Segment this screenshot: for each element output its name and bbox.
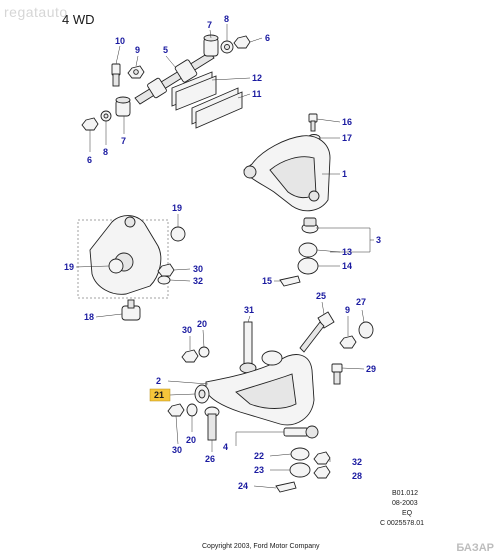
upper-arm-part-1 <box>243 135 331 212</box>
bushing-part-13 <box>298 242 318 258</box>
callout-32-top: 32 <box>193 276 203 286</box>
callout-13: 13 <box>342 247 352 257</box>
reference-code-line1: B01.012 <box>392 490 419 497</box>
callout-20-bottom: 20 <box>186 435 196 445</box>
shim-part-11 <box>191 87 243 129</box>
lower-control-arm-assembly <box>167 311 374 493</box>
callout-27: 27 <box>356 297 366 307</box>
bushing-part-27 <box>358 321 374 339</box>
reference-code-line4: C 0025578.01 <box>380 520 424 527</box>
nut-part-30-bottom <box>167 403 185 417</box>
nut-part-6-bottom <box>81 117 99 131</box>
watermark: regatauto <box>4 4 68 20</box>
washer-part-20-mid <box>198 346 210 358</box>
callout-24: 24 <box>238 481 248 491</box>
callout-30-mid: 30 <box>182 325 192 335</box>
ball-joint-part-4 <box>283 425 319 439</box>
lower-arm-part-2 <box>205 350 315 426</box>
bushing-part-22 <box>290 447 310 461</box>
bushing-part-14 <box>297 257 319 275</box>
bolt-part-10 <box>111 63 121 87</box>
callout-10: 10 <box>115 36 125 46</box>
nut-part-30-top <box>157 263 175 277</box>
clip-part-15 <box>279 275 301 287</box>
pivot-shaft-part-5 <box>134 51 215 105</box>
callout-31: 31 <box>244 305 254 315</box>
diagram-header: 4 WD <box>62 12 95 27</box>
steering-knuckle-assembly <box>77 215 186 321</box>
bump-stop-part-19-top <box>170 226 186 242</box>
callout-30-bottom: 30 <box>172 445 182 455</box>
reference-date: 08-2003 <box>392 500 418 507</box>
callout-5: 5 <box>163 45 168 55</box>
callout-6-top: 6 <box>265 33 270 43</box>
callout-15: 15 <box>262 276 272 286</box>
ball-joint-part-3 <box>301 217 319 234</box>
callout-25: 25 <box>316 291 326 301</box>
callout-20-mid: 20 <box>197 319 207 329</box>
callout-18: 18 <box>84 312 94 322</box>
callout-12: 12 <box>252 73 262 83</box>
washer-part-8-bottom <box>100 110 112 122</box>
callout-21: 21 <box>154 390 164 400</box>
callout-4: 4 <box>223 442 228 452</box>
callout-29: 29 <box>366 364 376 374</box>
washer-part-8-top <box>220 40 234 54</box>
callout-19-left: 19 <box>64 262 74 272</box>
bushing-part-23 <box>289 462 311 478</box>
reference-code-line3: EQ <box>402 510 413 517</box>
callout-22: 22 <box>254 451 264 461</box>
callout-3: 3 <box>376 235 381 245</box>
callout-7-top: 7 <box>207 20 212 30</box>
callout-28: 28 <box>352 471 362 481</box>
callout-labels: 10 9 5 7 8 6 12 11 6 8 7 16 17 1 19 3 13… <box>64 14 381 491</box>
callout-1: 1 <box>342 169 347 179</box>
nut-part-6-top <box>233 35 251 49</box>
pivot-bar-assembly <box>81 34 251 131</box>
nut-part-9-lower <box>339 335 357 349</box>
nut-part-32-lower <box>313 451 331 465</box>
nut-part-9 <box>127 65 145 79</box>
callout-8-top: 8 <box>224 14 229 24</box>
highlight-part-21 <box>149 388 171 402</box>
mount-part-18 <box>121 299 141 321</box>
washer-part-20-bottom <box>186 403 198 417</box>
shim-part-12 <box>171 71 217 111</box>
bolt-part-26 <box>204 406 220 441</box>
nut-part-28 <box>313 465 331 479</box>
callout-2: 2 <box>156 376 161 386</box>
callout-17: 17 <box>342 133 352 143</box>
bushing-part-21 <box>194 384 210 404</box>
upper-control-arm-assembly <box>243 113 331 287</box>
callout-16: 16 <box>342 117 352 127</box>
callout-9-top: 9 <box>135 45 140 55</box>
bolt-part-25 <box>299 311 335 353</box>
callout-14: 14 <box>342 261 352 271</box>
copyright-notice: Copyright 2003, Ford Motor Company <box>202 543 320 550</box>
callout-30-top: 30 <box>193 264 203 274</box>
bolt-part-29 <box>331 363 343 385</box>
callout-11: 11 <box>252 89 262 99</box>
corner-logo: БАЗАР <box>456 542 494 554</box>
callout-7-bottom: 7 <box>121 136 126 146</box>
callout-19-top: 19 <box>172 203 182 213</box>
bump-stop-part-19-left <box>108 258 124 274</box>
leader-lines <box>75 24 374 489</box>
callout-32-lower: 32 <box>352 457 362 467</box>
bolt-part-31 <box>239 321 257 374</box>
callout-23: 23 <box>254 465 264 475</box>
callout-9-lower: 9 <box>345 305 350 315</box>
bolt-part-16 <box>308 113 318 132</box>
bushing-part-7-bottom <box>115 96 131 117</box>
callout-26: 26 <box>205 454 215 464</box>
washer-part-32-top <box>157 275 171 285</box>
callout-8-bottom: 8 <box>103 147 108 157</box>
callout-6-bottom: 6 <box>87 155 92 165</box>
bushing-part-7-top <box>203 34 219 57</box>
nut-part-30-mid <box>181 349 199 363</box>
clip-part-24 <box>275 481 297 493</box>
